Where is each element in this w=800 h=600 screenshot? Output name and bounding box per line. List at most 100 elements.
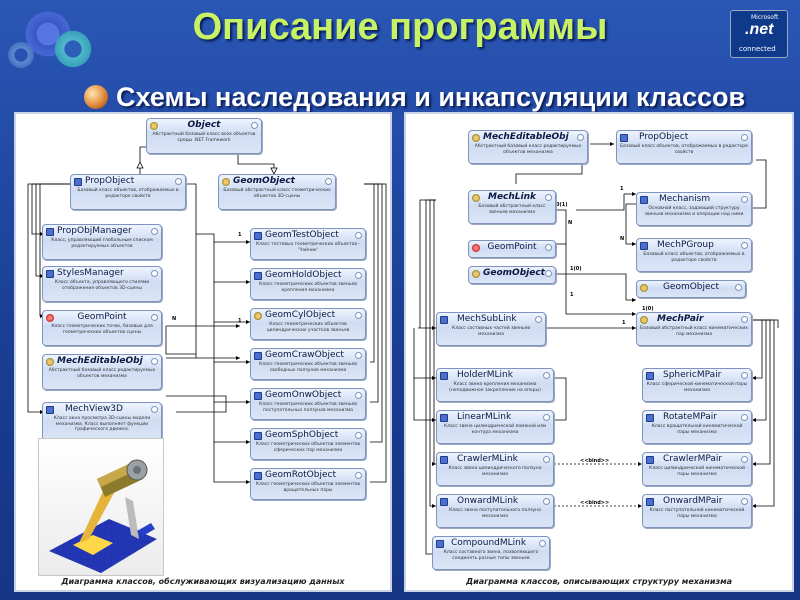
class-geomobject-right[interactable]: GeomObject xyxy=(468,266,556,284)
class-geomholdobject[interactable]: GeomHoldObject Класс геометрических объе… xyxy=(250,268,366,300)
class-geomobject-right-2[interactable]: GeomObject xyxy=(636,280,746,298)
class-onwardmpair[interactable]: OnwardMPair Класс поступательной кинемат… xyxy=(642,494,752,528)
class-icon xyxy=(440,372,448,380)
class-geompoint-right[interactable]: GeomPoint xyxy=(468,240,556,258)
collapse-icon[interactable] xyxy=(151,406,158,413)
collapse-icon[interactable] xyxy=(543,498,550,505)
collapse-icon[interactable] xyxy=(355,352,362,359)
collapse-icon[interactable] xyxy=(355,432,362,439)
class-propobjmanager[interactable]: PropObjManager Класс, управляющий глобал… xyxy=(42,224,162,260)
class-name: MechSubLink xyxy=(457,314,517,324)
class-crawlermpair[interactable]: CrawlerMPair Класс цилиндрической кинема… xyxy=(642,452,752,486)
bind-label: <<bind>> xyxy=(580,500,610,506)
class-description: Класс тестовых геометрических объектов -… xyxy=(255,242,361,253)
multiplicity-label: 1(0) xyxy=(570,266,582,272)
class-icon xyxy=(646,498,654,506)
collapse-icon[interactable] xyxy=(151,270,158,277)
class-geomcylobject[interactable]: GeomCylObject Класс геометрических объек… xyxy=(250,308,366,340)
class-mechsublink[interactable]: MechSubLink Класс составных частей звень… xyxy=(436,312,546,346)
collapse-icon[interactable] xyxy=(325,178,332,185)
collapse-icon[interactable] xyxy=(741,242,748,249)
class-mechanism[interactable]: Mechanism Основной класс, задающий струк… xyxy=(636,192,752,226)
collapse-icon[interactable] xyxy=(545,244,552,251)
collapse-icon[interactable] xyxy=(545,194,552,201)
class-mechpair[interactable]: MechPair Базовый абстрактный класс кинем… xyxy=(636,312,752,346)
class-geomrotobject[interactable]: GeomRotObject Класс геометрических объек… xyxy=(250,468,366,500)
collapse-icon[interactable] xyxy=(151,358,158,365)
class-geomonwobject[interactable]: GeomOnwObject Класс геометрических объек… xyxy=(250,388,366,420)
class-icon xyxy=(46,228,54,236)
class-icon xyxy=(254,392,262,400)
collapse-icon[interactable] xyxy=(543,456,550,463)
collapse-icon[interactable] xyxy=(151,228,158,235)
class-name: GeomPoint xyxy=(77,312,127,322)
class-geompoint[interactable]: GeomPoint Класс геометрических точек, ба… xyxy=(42,310,162,346)
class-mechview3d[interactable]: MechView3D Класс окна просмотра 3D-сцены… xyxy=(42,402,162,444)
class-mecheditableobj-right[interactable]: MechEditableObj Абстрактный базовый клас… xyxy=(468,130,588,164)
collapse-icon[interactable] xyxy=(741,456,748,463)
class-name: PropObjManager xyxy=(57,226,132,236)
collapse-icon[interactable] xyxy=(355,312,362,319)
collapse-icon[interactable] xyxy=(355,232,362,239)
class-icon xyxy=(640,284,648,292)
class-holdermlink[interactable]: HolderMLink Класс звена крепления механи… xyxy=(436,368,554,402)
class-name: LinearMLink xyxy=(457,412,512,422)
class-stylesmanager[interactable]: StylesManager Класс объекта, управляющег… xyxy=(42,266,162,302)
class-object[interactable]: Object Абстрактный базовый класс всех об… xyxy=(146,118,262,154)
class-name: CrawlerMPair xyxy=(663,454,723,464)
class-crawlermlink[interactable]: CrawlerMLink Класс звена цилиндрического… xyxy=(436,452,554,486)
class-description: Класс вращательной кинематической пары м… xyxy=(651,424,743,435)
collapse-icon[interactable] xyxy=(741,498,748,505)
class-name: GeomObject xyxy=(483,268,545,278)
class-compoundmlink[interactable]: CompoundMLink Класс составного звена, по… xyxy=(432,536,550,570)
class-icon xyxy=(440,456,448,464)
class-mechlink[interactable]: MechLink Базовый абстрактный класс звень… xyxy=(468,190,556,224)
class-mecheditableobj[interactable]: MechEditableObj Абстрактный базовый клас… xyxy=(42,354,162,390)
collapse-icon[interactable] xyxy=(741,372,748,379)
class-name: CrawlerMLink xyxy=(457,454,518,464)
collapse-icon[interactable] xyxy=(741,316,748,323)
collapse-icon[interactable] xyxy=(539,540,546,547)
class-propobject[interactable]: PropObject Базовый класс объектов, отобр… xyxy=(70,174,186,210)
class-name: CompoundMLink xyxy=(451,538,527,548)
class-name: MechEditableObj xyxy=(57,356,143,366)
class-geomcrawobject[interactable]: GeomCrawObject Класс геометрических объе… xyxy=(250,348,366,380)
class-geomobject[interactable]: GeomObject Базовый абстрактный класс гео… xyxy=(218,174,336,210)
class-propobject-right[interactable]: PropObject Базовый класс объектов, отобр… xyxy=(616,130,752,164)
class-geomtestobject[interactable]: GeomTestObject Класс тестовых геометриче… xyxy=(250,228,366,260)
class-icon xyxy=(472,270,480,278)
collapse-icon[interactable] xyxy=(251,122,258,129)
collapse-icon[interactable] xyxy=(577,134,584,141)
class-mechpgroup[interactable]: MechPGroup Базовый класс объектов, отобр… xyxy=(636,238,752,272)
class-icon xyxy=(640,316,648,324)
collapse-icon[interactable] xyxy=(355,392,362,399)
class-rotatempair[interactable]: RotateMPair Класс вращательной кинематич… xyxy=(642,410,752,444)
collapse-icon[interactable] xyxy=(535,316,542,323)
collapse-icon[interactable] xyxy=(151,314,158,321)
collapse-icon[interactable] xyxy=(543,372,550,379)
collapse-icon[interactable] xyxy=(355,272,362,279)
collapse-icon[interactable] xyxy=(735,284,742,291)
class-icon xyxy=(254,232,262,240)
collapse-icon[interactable] xyxy=(545,270,552,277)
mechanism-3d-viewport[interactable] xyxy=(38,438,164,576)
class-name: GeomPoint xyxy=(487,242,537,252)
class-icon xyxy=(222,178,230,186)
collapse-icon[interactable] xyxy=(543,414,550,421)
class-linearmlink[interactable]: LinearMLink Класс звена цилиндрической л… xyxy=(436,410,554,444)
class-description: Класс звена цилиндрической ломаной или к… xyxy=(443,424,547,435)
class-description: Класс геометрических объектов элементов … xyxy=(255,442,361,453)
right-diagram-caption: Диаграмма классов, описывающих структуру… xyxy=(465,577,733,586)
class-description: Класс геометрических объектов цилиндриче… xyxy=(266,322,350,333)
class-geomsphobject[interactable]: GeomSphObject Класс геометрических объек… xyxy=(250,428,366,460)
class-description: Класс объекта, управляющего стилями отоб… xyxy=(54,280,150,291)
class-onwardmlink[interactable]: OnwardMLink Класс звена поступательного … xyxy=(436,494,554,528)
collapse-icon[interactable] xyxy=(175,178,182,185)
left-class-diagram: N 1 1 N Object Абстрактный базовый класс… xyxy=(14,112,392,592)
collapse-icon[interactable] xyxy=(741,414,748,421)
collapse-icon[interactable] xyxy=(741,196,748,203)
class-sphericmpair[interactable]: SphericMPair Класс сферической кинематич… xyxy=(642,368,752,402)
class-name: PropObject xyxy=(85,176,135,186)
collapse-icon[interactable] xyxy=(741,134,748,141)
collapse-icon[interactable] xyxy=(355,472,362,479)
